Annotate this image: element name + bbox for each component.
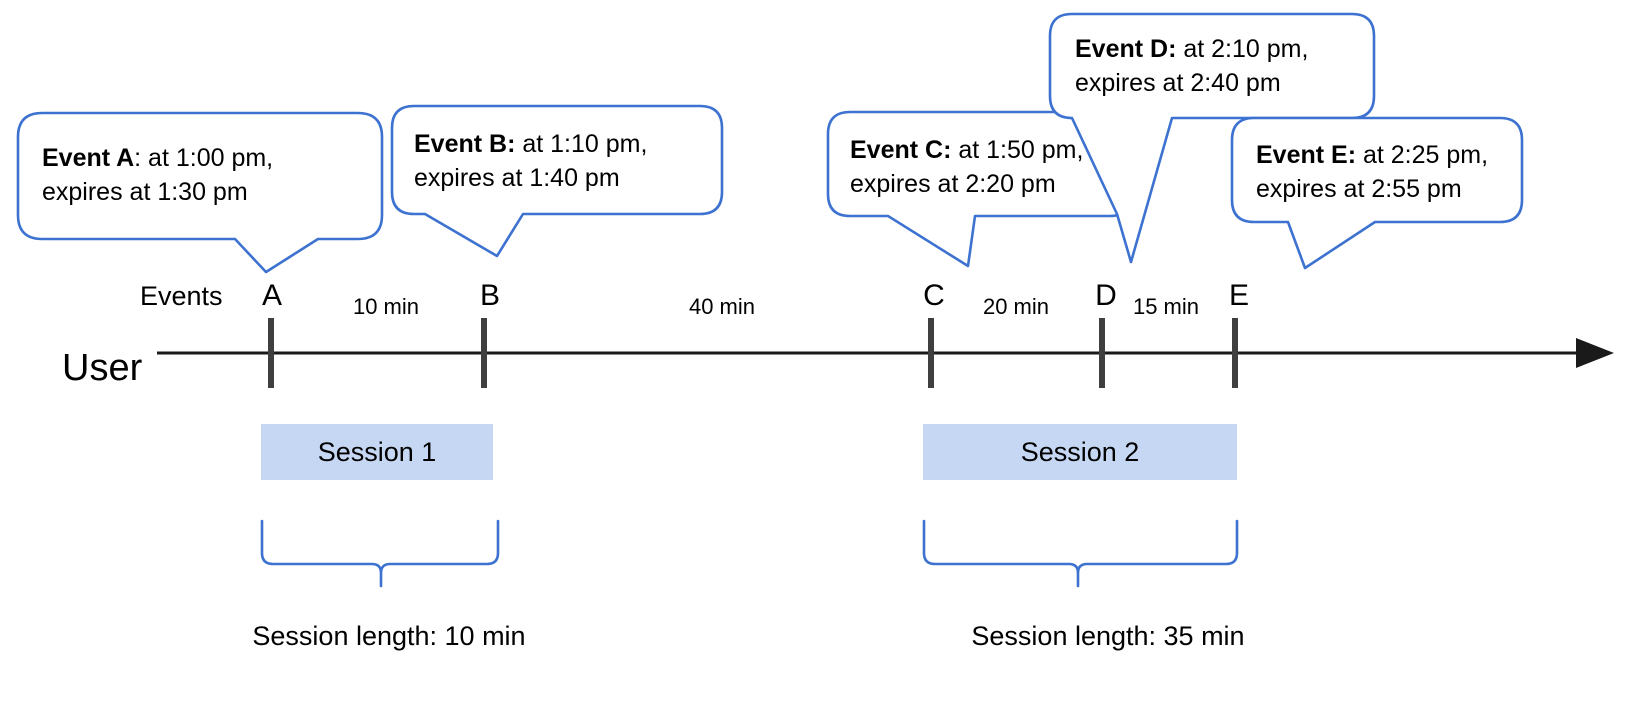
callout-event-a: Event A: at 1:00 pm, expires at 1:30 pm (16, 111, 384, 274)
gap-label-c-d: 20 min (983, 294, 1049, 319)
callout-d-shape (1048, 12, 1376, 264)
tick-label-e: E (1229, 279, 1249, 312)
session-2-brace (922, 519, 1239, 588)
callout-c-bold: Event C: (850, 136, 951, 164)
callout-e-line2: expires at 2:55 pm (1256, 175, 1462, 203)
callout-a-line1-rest: : at 1:00 pm, (134, 144, 273, 172)
callout-event-b: Event B: at 1:10 pm, expires at 1:40 pm (390, 104, 724, 258)
session-1-brace (260, 519, 500, 588)
tick-label-c: C (923, 279, 945, 312)
callout-b-line2: expires at 1:40 pm (414, 164, 620, 192)
callout-a-line2: expires at 1:30 pm (42, 178, 248, 206)
session-1-label: Session 1 (318, 437, 437, 467)
session-1: Session 1 Session length: 10 min (252, 424, 526, 651)
gap-label-a-b: 10 min (353, 294, 419, 319)
callout-c-line2: expires at 2:20 pm (850, 170, 1056, 198)
session-2-bar (923, 424, 1237, 480)
session-2: Session 2 Session length: 35 min (922, 424, 1245, 651)
user-row-label: User (62, 347, 143, 389)
callout-event-e: Event E: at 2:25 pm, expires at 2:55 pm (1230, 116, 1524, 270)
callout-b-line1-rest: at 1:10 pm, (515, 130, 647, 158)
callout-c-line1-rest: at 1:50 pm, (951, 136, 1083, 164)
callout-a-shape (16, 111, 384, 274)
callout-d-line2: expires at 2:40 pm (1075, 69, 1281, 97)
tick-label-b: B (480, 279, 500, 312)
callout-e-text: Event E: at 2:25 pm, expires at 2:55 pm (1256, 141, 1495, 203)
tick-label-d: D (1095, 279, 1117, 312)
session-1-bar (261, 424, 493, 480)
tick-e: E (1229, 279, 1249, 388)
tick-a: A (262, 279, 282, 388)
gap-label-b-c: 40 min (689, 294, 755, 319)
callout-b-bold: Event B: (414, 130, 515, 158)
session-2-label: Session 2 (1021, 437, 1140, 467)
callout-e-line1-rest: at 2:25 pm, (1356, 141, 1488, 169)
timeline-arrow-icon (1576, 338, 1614, 368)
callout-a-bold: Event A (42, 144, 134, 172)
callout-a-text: Event A: at 1:00 pm, expires at 1:30 pm (42, 144, 280, 206)
callout-b-text: Event B: at 1:10 pm, expires at 1:40 pm (414, 130, 654, 192)
callout-e-shape (1230, 116, 1524, 270)
callout-e-bold: Event E: (1256, 141, 1356, 169)
callout-b-shape (390, 104, 724, 258)
tick-label-a: A (262, 279, 282, 312)
tick-d: D (1095, 279, 1117, 388)
tick-c: C (923, 279, 945, 388)
callout-d-bold: Event D: (1075, 35, 1176, 63)
gap-label-d-e: 15 min (1133, 294, 1199, 319)
session-2-length-label: Session length: 35 min (971, 621, 1244, 651)
tick-b: B (480, 279, 500, 388)
callout-c-text: Event C: at 1:50 pm, expires at 2:20 pm (850, 136, 1090, 198)
callout-d-line1-rest: at 2:10 pm, (1176, 35, 1308, 63)
callout-event-d: Event D: at 2:10 pm, expires at 2:40 pm (1048, 12, 1376, 264)
events-row-label: Events (140, 281, 223, 311)
callout-d-text: Event D: at 2:10 pm, expires at 2:40 pm (1075, 35, 1315, 97)
session-1-length-label: Session length: 10 min (252, 621, 525, 651)
